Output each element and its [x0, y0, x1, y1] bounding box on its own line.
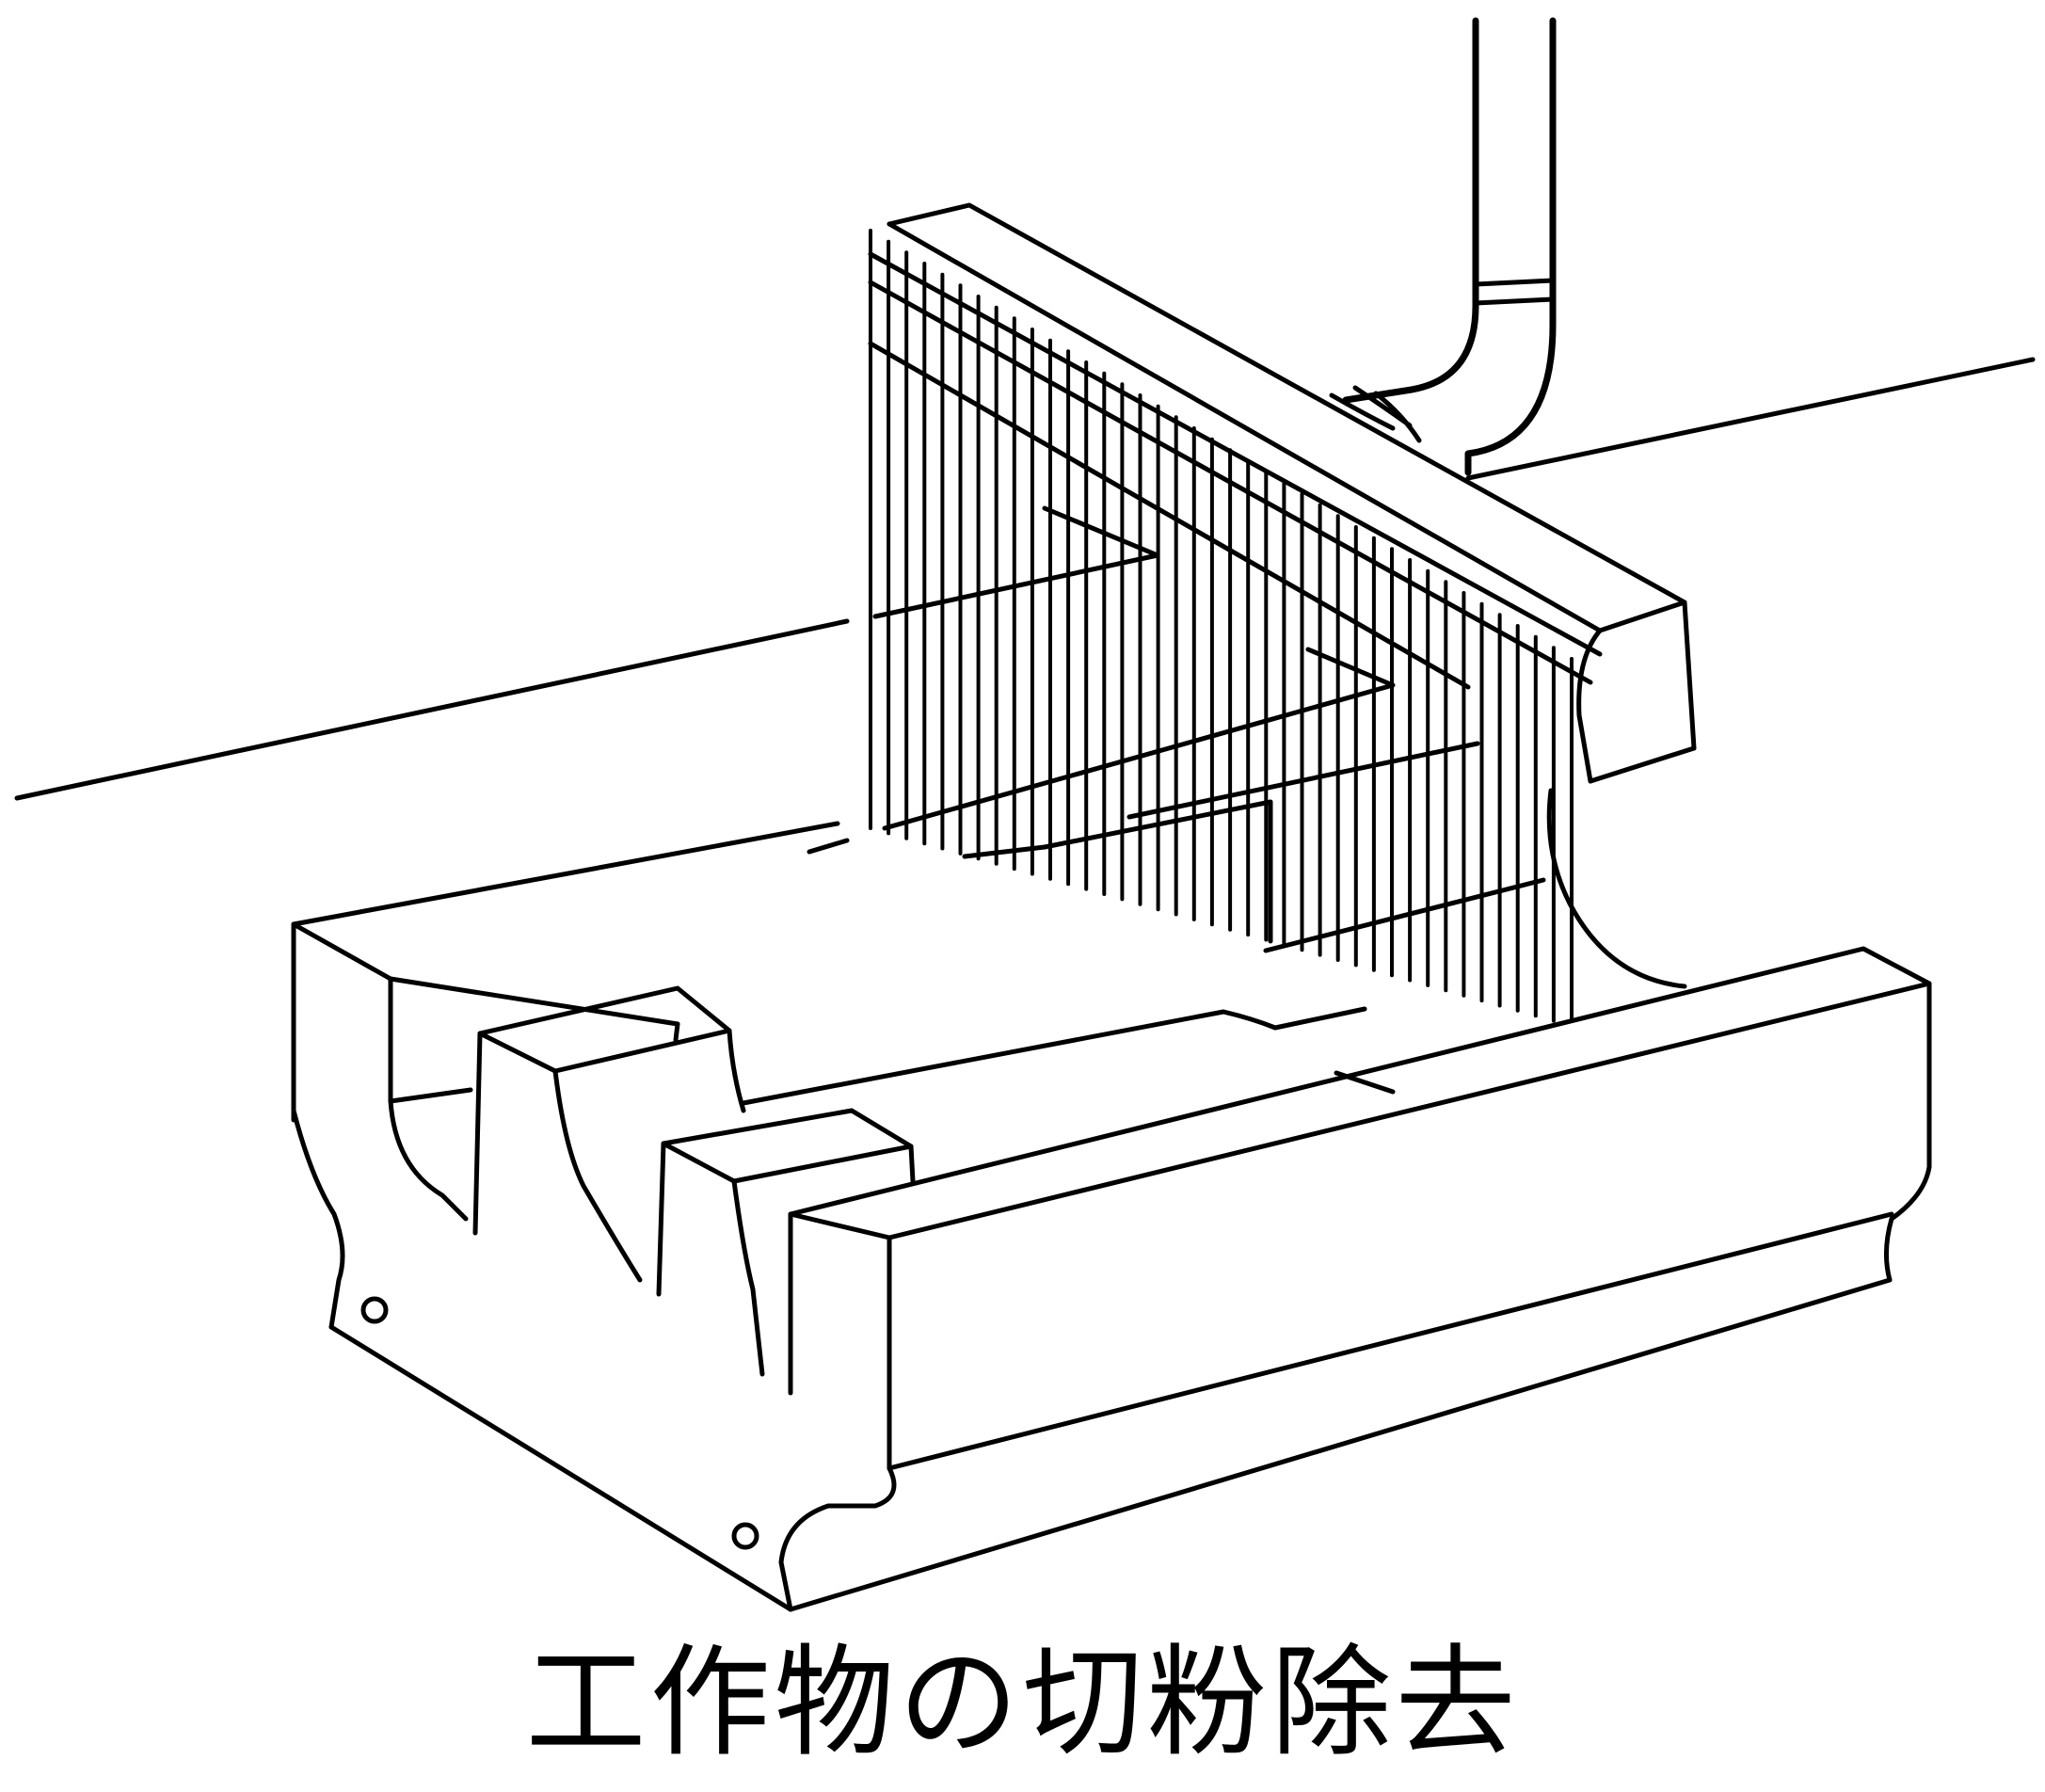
bolt-hole-left: [360, 1296, 389, 1324]
bolt-holes: [360, 1296, 759, 1550]
table-edge-line: [14, 357, 2036, 801]
brush-holder-bar: [887, 202, 1697, 784]
bolt-hole-front: [731, 1522, 759, 1550]
figure-caption: 工作物の切粉除去: [525, 1633, 1520, 1773]
brush-bristles: [869, 229, 1574, 1023]
workpiece-fixture: [291, 821, 1932, 1612]
air-pipe: [1329, 17, 1557, 476]
brush-wire-mesh: [868, 251, 1687, 989]
